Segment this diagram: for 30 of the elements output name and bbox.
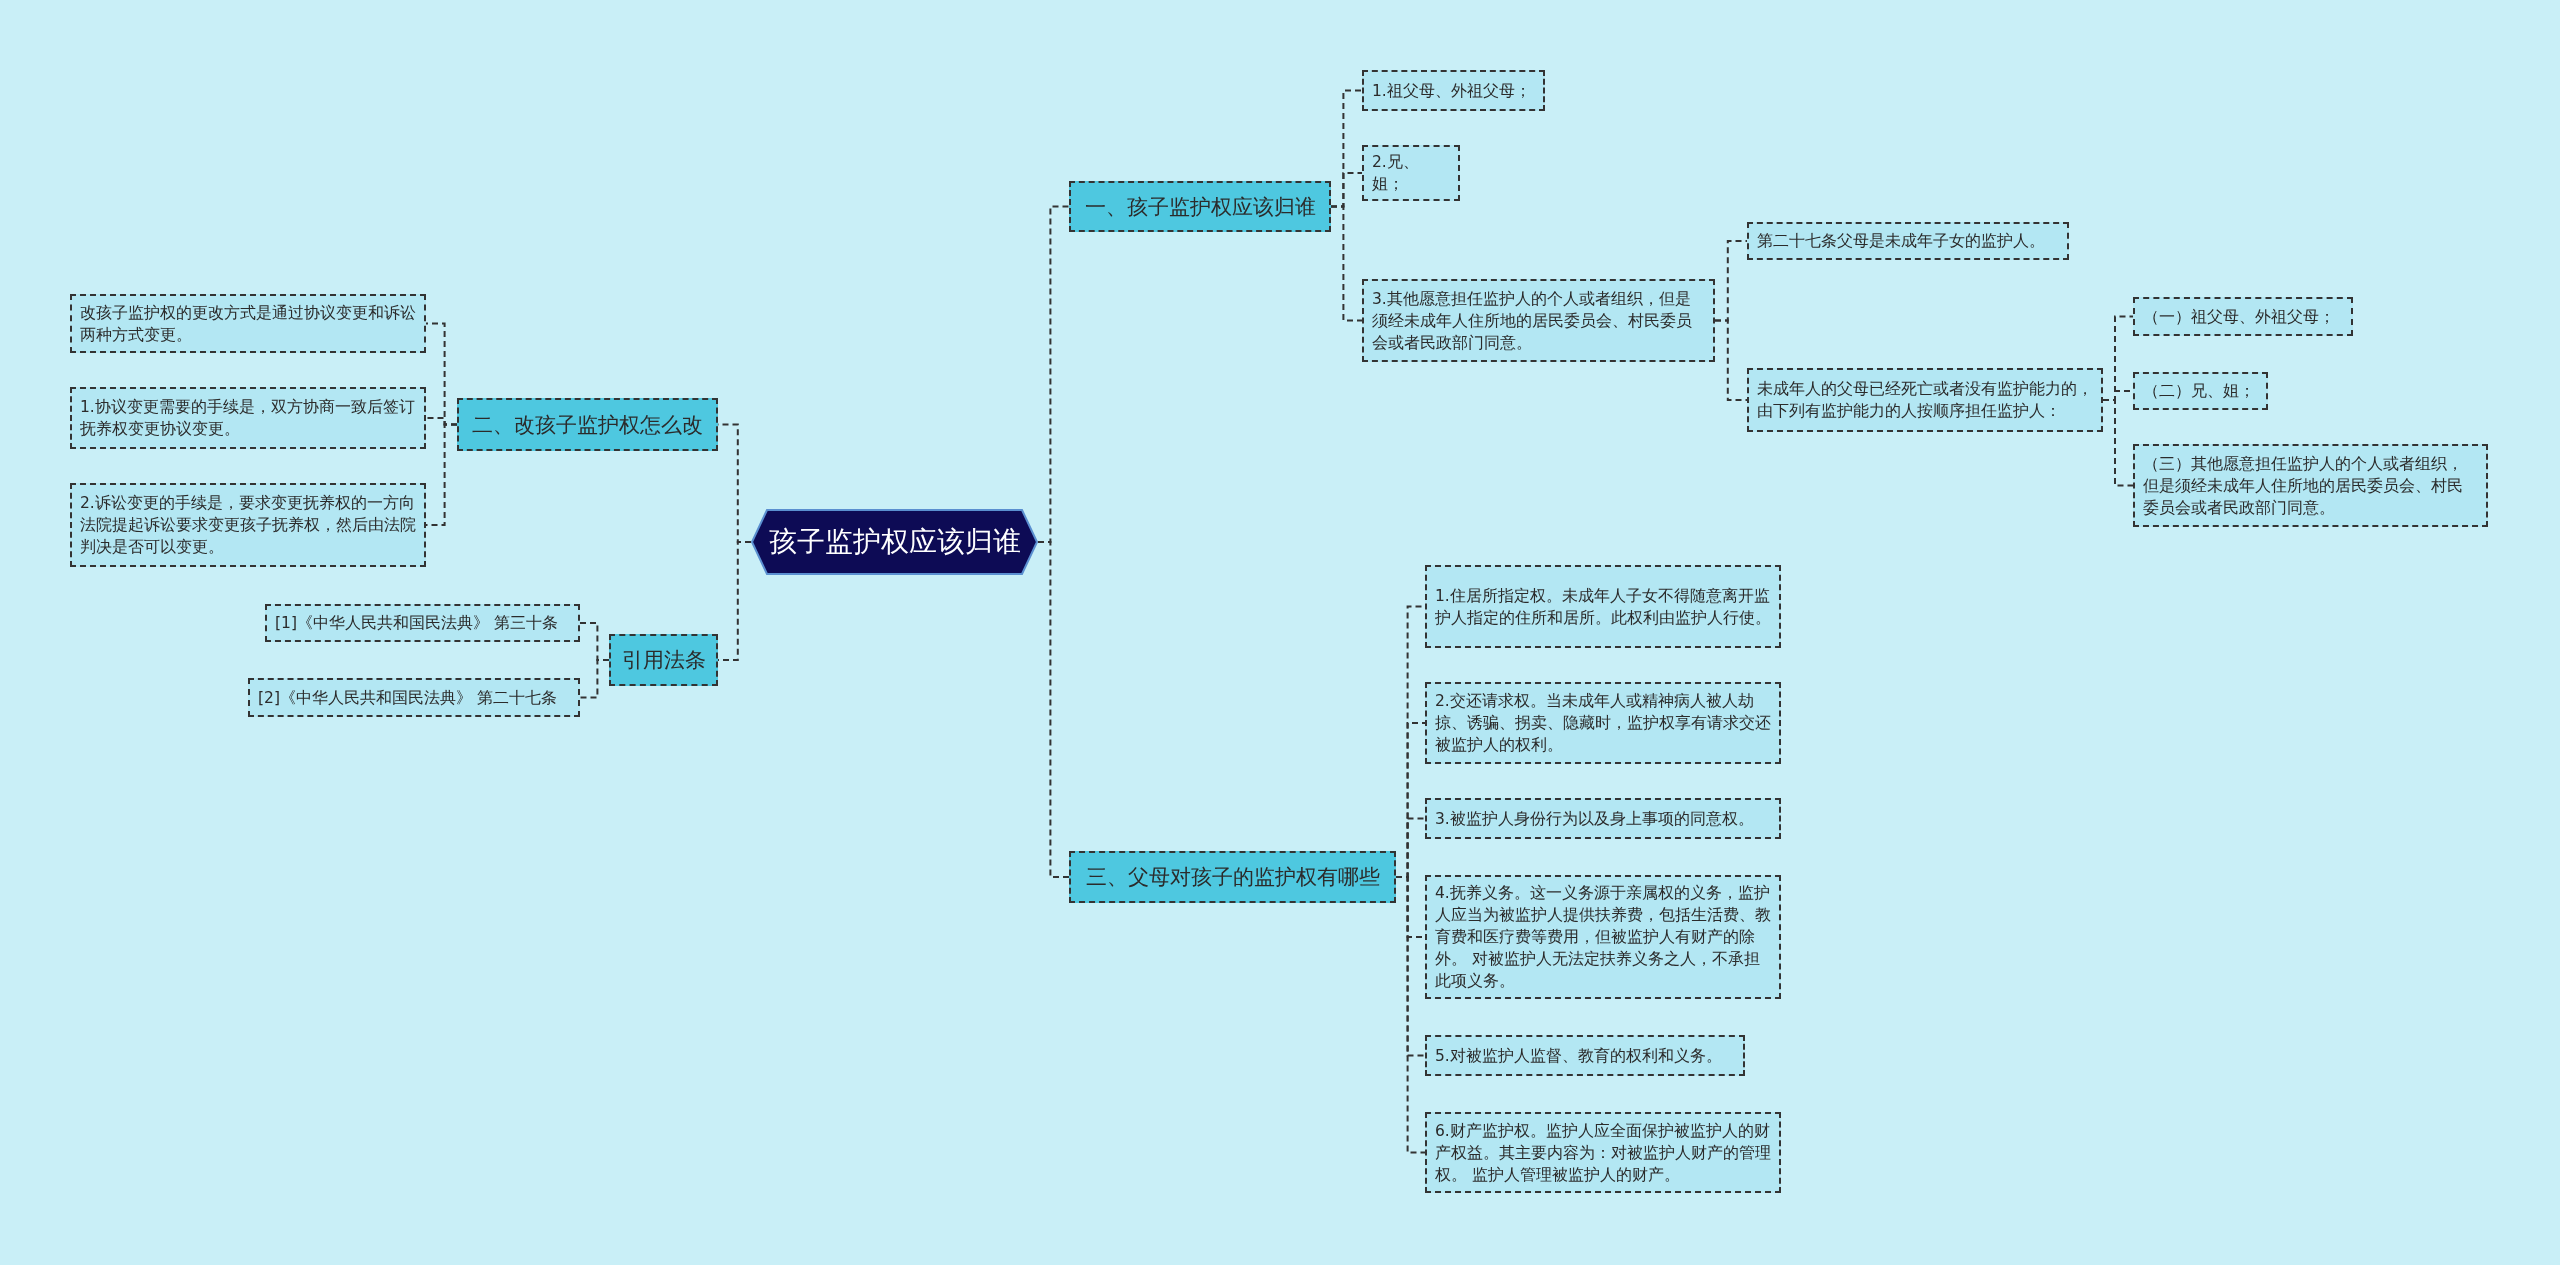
subtopic-box: 未成年人的父母已经死亡或者没有监护能力的，由下列有监护能力的人按顺序担任监护人： [1747, 368, 2103, 432]
subtopic-box: （三）其他愿意担任监护人的个人或者组织，但是须经未成年人住所地的居民委员会、村民委员会或者民政部门同意。 [2133, 444, 2488, 527]
branch-topic-box: 引用法条 [609, 634, 718, 686]
subtopic-box: 1.住居所指定权。未成年人子女不得随意离开监护人指定的住所和居所。此权利由监护人行使。 [1425, 565, 1781, 648]
branch-topic-box: 三、父母对孩子的监护权有哪些 [1069, 851, 1396, 903]
connector-line [1395, 876, 1426, 1154]
subtopic-box: （一）祖父母、外祖父母； [2133, 297, 2353, 336]
connector-line [1330, 205, 1363, 322]
subtopic-box: 第二十七条父母是未成年子女的监护人。 [1747, 222, 2069, 260]
connector-line [1714, 319, 1748, 401]
subtopic-box: 4.抚养义务。这一义务源于亲属权的义务，监护人应当为被监护人提供扶养费，包括生活费、教育费和医疗费等费用，但被监护人有财产的除外。 对被监护人无法定扶养义务之人，不承担此项义务。 [1425, 875, 1781, 999]
subtopic-box: 2.兄、姐； [1362, 145, 1460, 201]
subtopic-box: 3.被监护人身份行为以及身上事项的同意权。 [1425, 798, 1781, 839]
central-topic-hexagon: 孩子监护权应该归谁 [751, 509, 1038, 575]
branch-topic-box: 一、孩子监护权应该归谁 [1069, 181, 1331, 232]
subtopic-box: 6.财产监护权。监护人应全面保护被监护人的财产权益。其主要内容为：对被监护人财产的管理权。 监护人管理被监护人的财产。 [1425, 1112, 1781, 1193]
connector-line [1037, 541, 1070, 878]
subtopic-box: 2.诉讼变更的手续是，要求变更抚养权的一方向法院提起诉讼要求变更孩子抚养权，然后由法院判决是否可以变更。 [70, 483, 426, 567]
subtopic-box: [1]《中华人民共和国民法典》 第三十条 [265, 604, 580, 642]
subtopic-box: 5.对被监护人监督、教育的权利和义务。 [1425, 1035, 1745, 1076]
connector-line [2102, 399, 2134, 487]
subtopic-box: 3.其他愿意担任监护人的个人或者组织，但是须经未成年人住所地的居民委员会、村民委员会或者民政部门同意。 [1362, 279, 1715, 362]
subtopic-box: 1.祖父母、外祖父母； [1362, 70, 1545, 111]
subtopic-box: 改孩子监护权的更改方式是通过协议变更和诉讼两种方式变更。 [70, 294, 426, 353]
branch-topic-box: 二、改孩子监护权怎么改 [457, 398, 718, 451]
subtopic-box: 2.交还请求权。当未成年人或精神病人被人劫掠、诱骗、拐卖、隐藏时，监护权享有请求交还被监护人的权利。 [1425, 682, 1781, 764]
subtopic-box: 1.协议变更需要的手续是，双方协商一致后签订抚养权变更协议变更。 [70, 387, 426, 449]
subtopic-box: （二）兄、姐； [2133, 372, 2268, 410]
subtopic-box: [2]《中华人民共和国民法典》 第二十七条 [248, 678, 580, 717]
connector-line [579, 659, 610, 699]
